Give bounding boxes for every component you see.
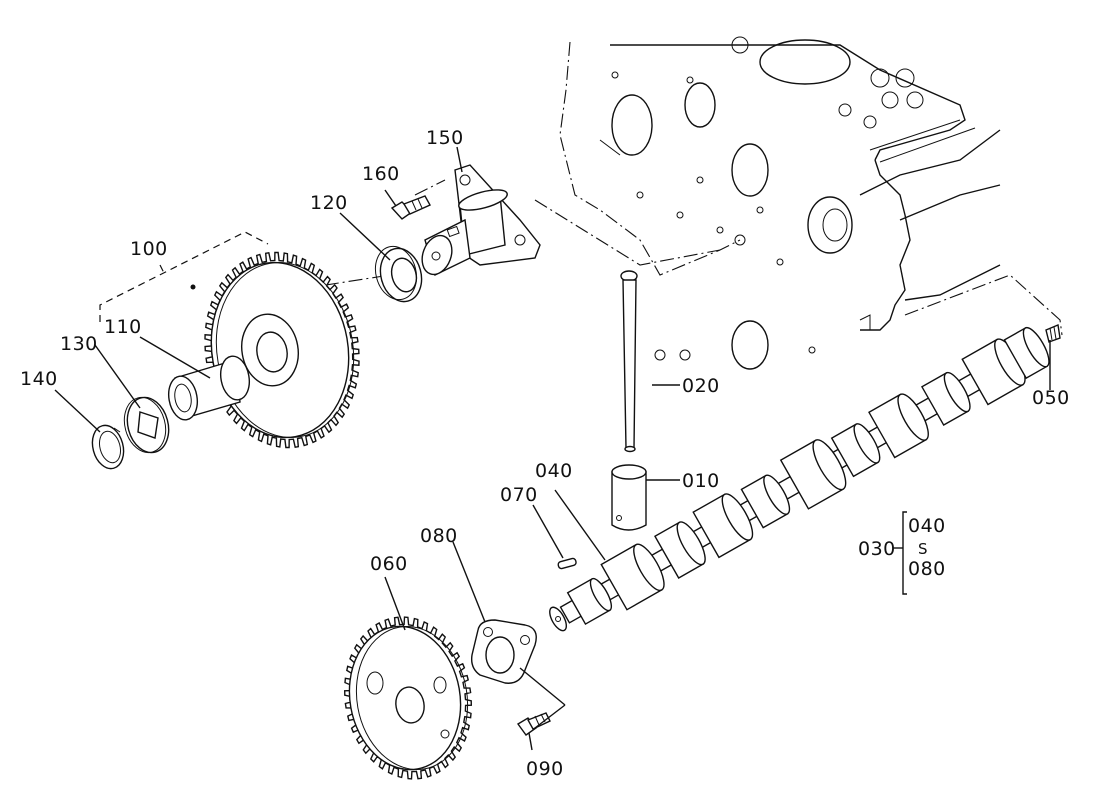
label-030: 030	[858, 538, 896, 560]
cam-face	[763, 474, 791, 515]
part-120-thrust-washer	[374, 245, 423, 303]
part-labels: 020 010 050 150 160 120 100 110 130 140 …	[20, 127, 1070, 780]
cam-face	[853, 423, 881, 464]
part-020-push-rod	[620, 270, 638, 453]
label-040: 040	[535, 460, 573, 482]
part-090-bolt	[516, 712, 551, 736]
range-bracket-030	[893, 511, 907, 595]
part-100-idle-gear	[190, 251, 360, 449]
part-140-snap-ring	[91, 424, 125, 470]
part-010-tappet	[611, 464, 647, 531]
part-070-key	[557, 557, 577, 570]
leader-lines	[54, 146, 1051, 751]
cam-face	[633, 543, 665, 592]
cam-face	[721, 493, 754, 541]
label-070: 070	[500, 484, 538, 506]
label-020: 020	[682, 375, 720, 397]
label-range-start-040: 040	[908, 515, 946, 537]
label-range-end-080: 080	[908, 558, 946, 580]
camshaft-front-end	[549, 606, 568, 632]
part-080-thrust-plate	[470, 619, 537, 684]
label-050: 050	[1032, 387, 1070, 409]
part-110-bushing	[167, 355, 251, 421]
label-060: 060	[370, 553, 408, 575]
axis-lines	[229, 179, 1063, 336]
part-130-plate	[123, 396, 170, 454]
label-range-sep: S	[918, 540, 928, 558]
label-120: 120	[310, 192, 348, 214]
label-080: 080	[420, 525, 458, 547]
label-160: 160	[362, 163, 400, 185]
label-150: 150	[426, 127, 464, 149]
cam-face	[812, 439, 847, 491]
cam-face	[1022, 326, 1050, 368]
camshaft-center-hole	[555, 615, 562, 622]
part-150-idle-shaft	[421, 164, 541, 276]
part-050-plug	[1045, 324, 1061, 343]
label-110: 110	[104, 316, 142, 338]
cam-face	[943, 371, 971, 413]
cam-face	[589, 577, 613, 612]
part-060-cam-gear	[343, 616, 473, 780]
label-090: 090	[526, 758, 564, 780]
cam-face	[676, 521, 706, 566]
label-100: 100	[130, 238, 168, 260]
label-010: 010	[682, 470, 720, 492]
label-140: 140	[20, 368, 58, 390]
part-160-bolt	[390, 195, 431, 220]
camshaft	[549, 326, 1050, 632]
label-130: 130	[60, 333, 98, 355]
cam-face	[897, 393, 929, 441]
engine-block	[559, 36, 1001, 370]
